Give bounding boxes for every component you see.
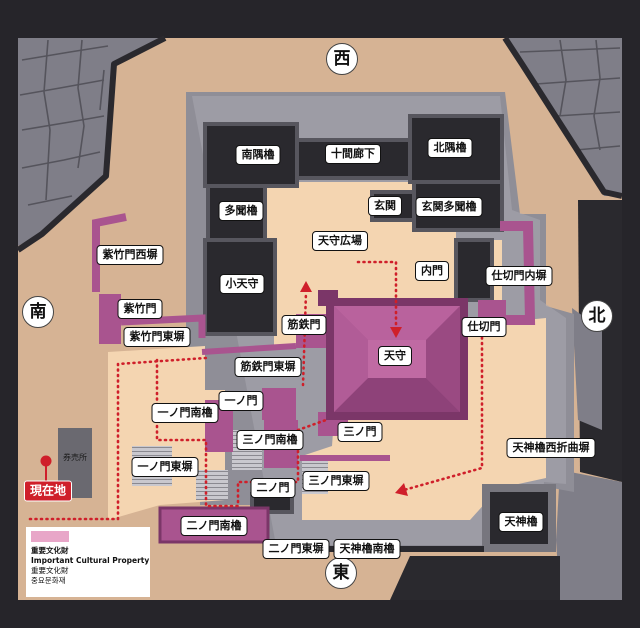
label-ticket-office: 券売所 <box>63 453 87 462</box>
label-kotenshu: 小天守 <box>219 274 265 294</box>
legend-chinese: 重要文化財 <box>31 566 69 575</box>
stairs-ninomon <box>196 470 228 500</box>
gate-ichinomon <box>262 388 296 420</box>
label-shichikumon-higashi-hei: 紫竹門東塀 <box>123 327 191 347</box>
label-shikirimon-uchi-hei: 仕切門内塀 <box>485 266 553 286</box>
label-ninomon-higashi-hei: 二ノ門東塀 <box>262 539 330 559</box>
compass-north: 北 <box>581 300 613 332</box>
building-ninomon-minami-yagura <box>158 506 270 544</box>
label-shichikumon-nishi-hei: 紫竹門西塀 <box>96 245 164 265</box>
label-sannomon: 三ノ門 <box>337 422 383 442</box>
current-location-pin-icon <box>40 455 52 467</box>
label-tenshu-hiroba: 天守広場 <box>312 231 368 251</box>
legend-korean: 중요문화재 <box>31 576 66 585</box>
outer-wall-northeast <box>502 36 623 199</box>
label-ninomon: 二ノ門 <box>250 478 296 498</box>
label-ichinomon: 一ノ門 <box>218 391 264 411</box>
label-sannomon-minami-yagura: 三ノ門南櫓 <box>236 430 304 450</box>
label-kita-sumi-yagura: 北隅櫓 <box>427 138 473 158</box>
label-tenshu: 天守 <box>378 346 412 366</box>
stone-wall-east <box>572 308 602 430</box>
label-ninomon-minami-yagura: 二ノ門南櫓 <box>180 516 248 536</box>
compass-west: 西 <box>326 43 358 75</box>
label-sujiganemon-higashi-hei: 筋鉄門東塀 <box>234 357 302 377</box>
wall-sujiganemon-east <box>201 343 297 355</box>
outer-wall-south <box>390 556 560 600</box>
label-genkan-tamon-yagura: 玄関多聞櫓 <box>415 197 483 217</box>
outer-wall-northwest <box>16 35 167 253</box>
compass-south: 南 <box>22 296 54 328</box>
route-arrow-icons <box>300 281 408 496</box>
label-tenjin-yagura-nishi-orimage-hei: 天神櫓西折曲塀 <box>506 438 596 458</box>
label-shichikumon: 紫竹門 <box>117 299 163 319</box>
label-ichinomon-higashi-hei: 一ノ門東塀 <box>131 457 199 477</box>
label-shikirimon: 仕切門 <box>461 317 507 337</box>
label-tenjin-yagura-minami-yagura: 天神櫓南櫓 <box>333 539 401 559</box>
wall-shichikumon-west <box>92 213 127 292</box>
gate-shikirimon <box>478 300 506 322</box>
compass-east: 東 <box>325 557 357 589</box>
legend-title: 重要文化財 <box>31 546 69 555</box>
label-tamon-yagura: 多聞櫓 <box>218 201 264 221</box>
stone-wall-northeast <box>505 38 622 196</box>
wall-shichikumon-east <box>120 314 206 338</box>
label-genkan: 玄関 <box>368 196 402 216</box>
stone-joints-northwest <box>19 39 109 206</box>
label-tenjin-yagura: 天神櫓 <box>498 512 544 532</box>
label-ichinomon-minami-yagura: 一ノ門南櫓 <box>151 403 219 423</box>
legend: 重要文化財 Important Cultural Property 重要文化財 … <box>26 527 150 597</box>
current-location-badge: 現在地 <box>23 480 73 502</box>
label-jikken-roka: 十間廊下 <box>325 144 381 164</box>
label-minami-sumi-yagura: 南隅櫓 <box>235 145 281 165</box>
legend-english: Important Cultural Property <box>31 556 150 565</box>
gate-shichikumon <box>99 294 121 344</box>
stone-wall-southeast <box>556 470 622 600</box>
stone-joints-northeast <box>519 39 621 151</box>
label-sujiganemon: 筋鉄門 <box>281 315 327 335</box>
label-uchimon: 内門 <box>415 261 449 281</box>
stone-wall-northwest <box>18 38 165 246</box>
label-sannomon-higashi-hei: 三ノ門東塀 <box>302 471 370 491</box>
legend-swatch <box>31 531 69 542</box>
